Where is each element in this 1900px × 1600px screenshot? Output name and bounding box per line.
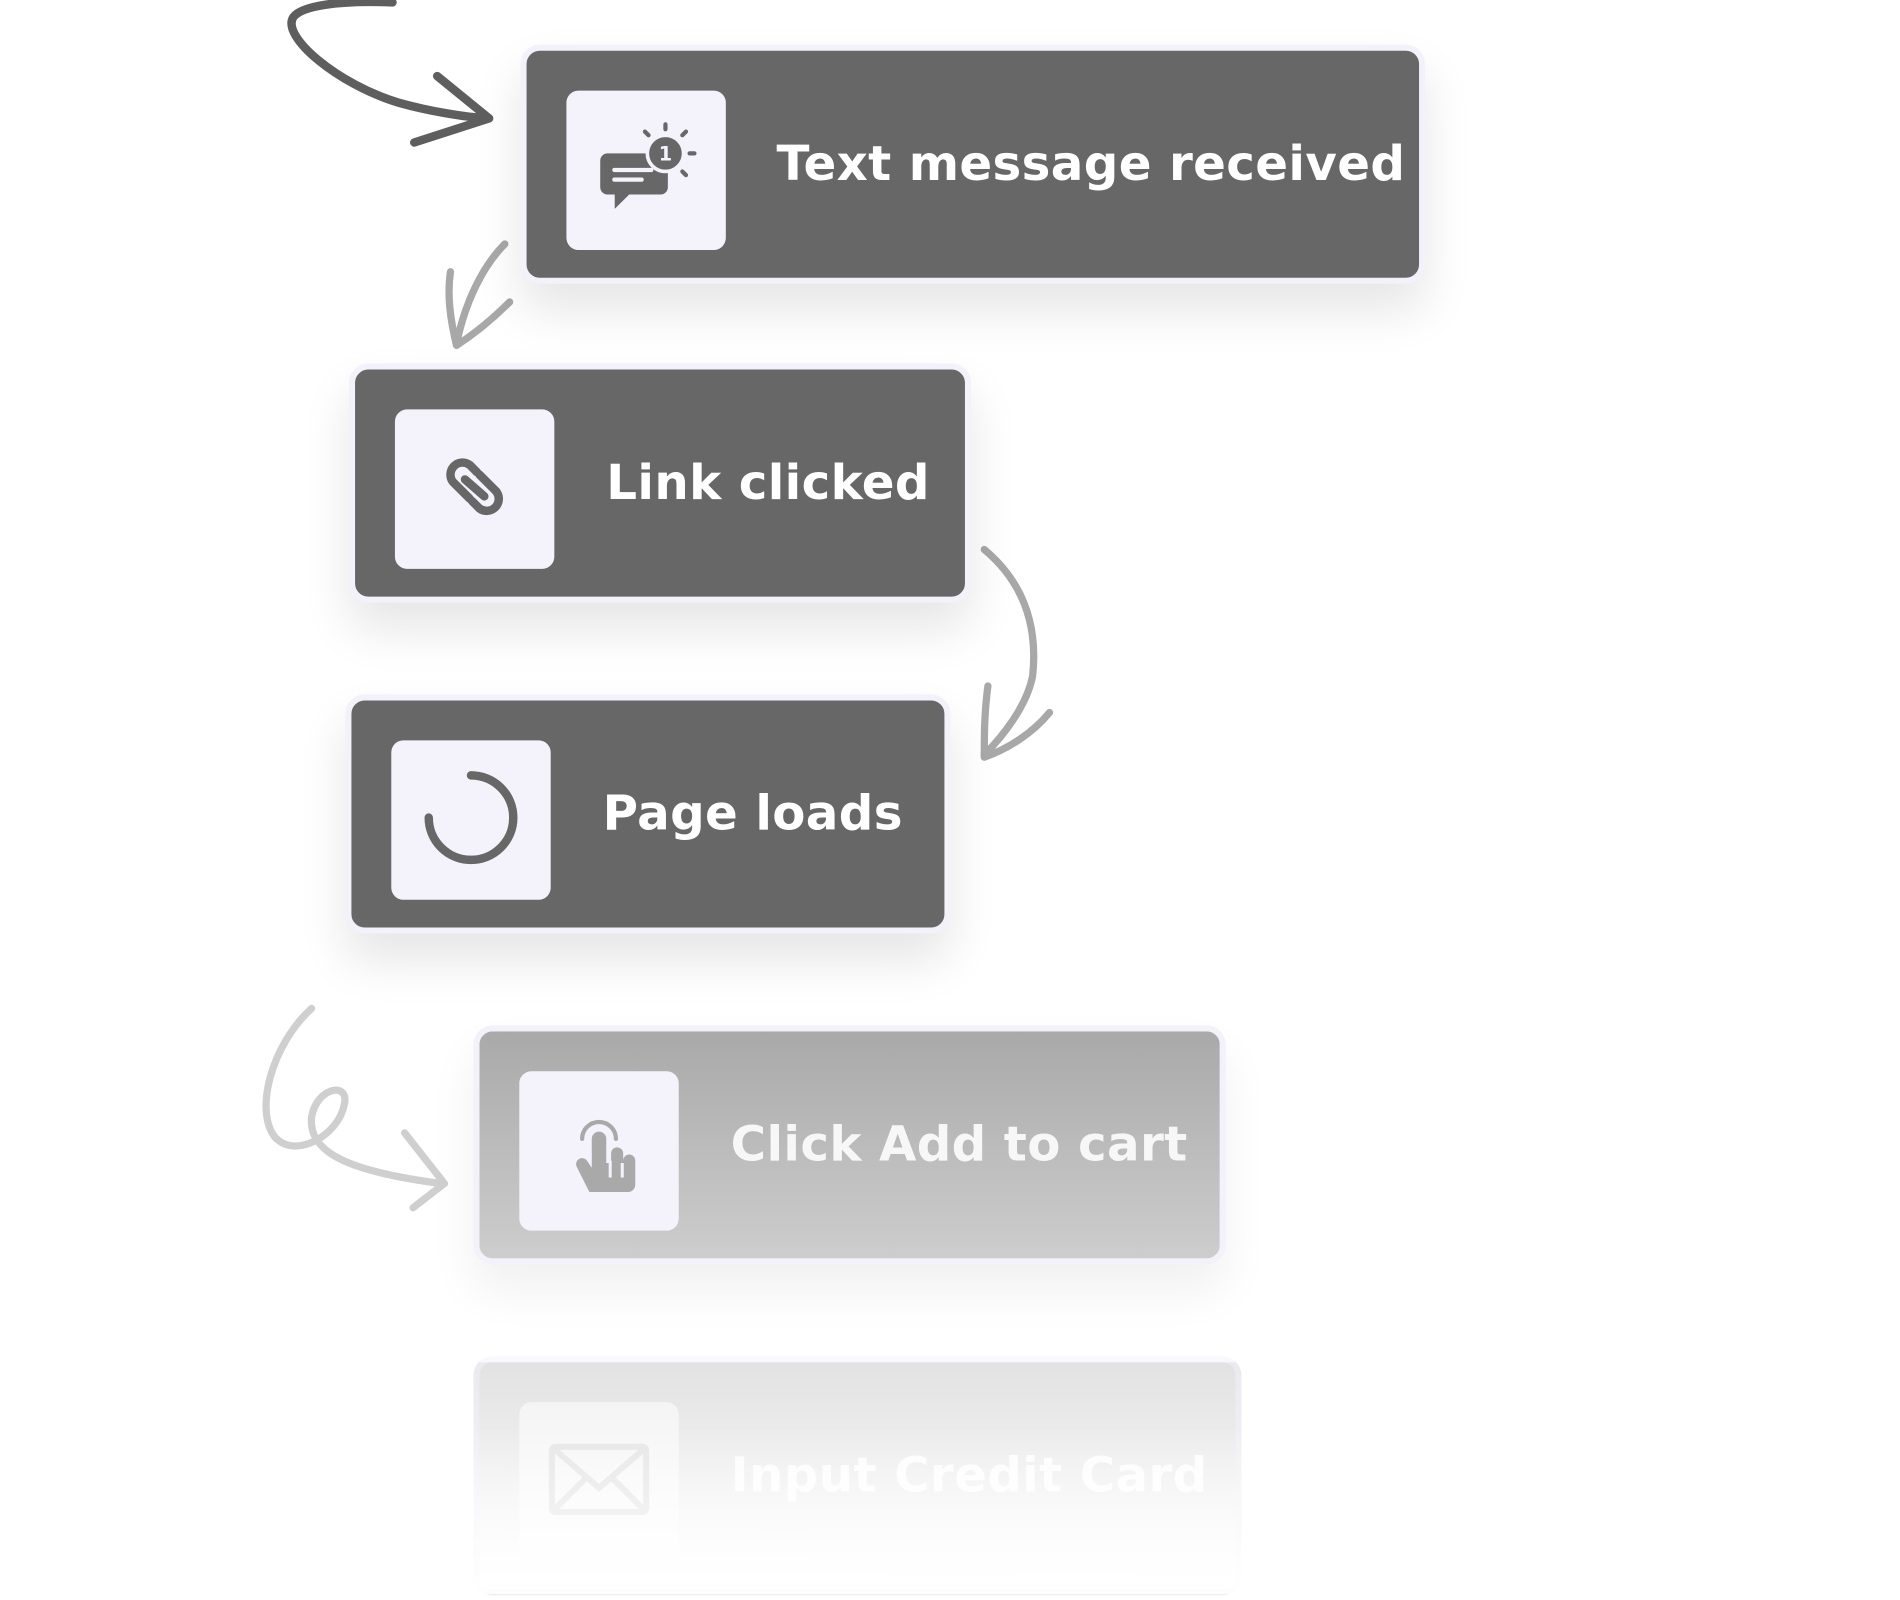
arrow-into-step-1	[287, 0, 494, 147]
arrow-into-step-4	[262, 1004, 449, 1212]
tap-hand-icon	[548, 1098, 649, 1204]
flow-diagram: 1 Text message received	[262, 0, 1426, 1596]
bottom-fade-overlay	[458, 1425, 1281, 1595]
link-icon	[424, 436, 525, 542]
chat-notification-icon: 1	[595, 117, 697, 223]
flow-step-label: Link clicked	[606, 455, 930, 511]
icon-tile	[519, 1071, 679, 1231]
arrow-step-1-to-2	[445, 240, 514, 350]
arrow-step-2-to-3	[980, 545, 1054, 761]
loading-icon	[417, 763, 526, 877]
icon-tile	[391, 740, 551, 900]
flow-step-label: Click Add to cart	[730, 1117, 1188, 1173]
icon-tile: 1	[566, 90, 726, 250]
svg-text:1: 1	[659, 143, 672, 166]
flow-step-page-loads: Page loads	[345, 694, 951, 934]
flow-step-link-clicked: Link clicked	[349, 363, 971, 603]
flow-step-label: Page loads	[602, 786, 903, 842]
icon-tile	[394, 409, 555, 569]
flow-step-text-message-received: 1 Text message received	[520, 44, 1426, 284]
flow-step-click-add-to-cart: Click Add to cart	[473, 1025, 1226, 1265]
flow-step-label: Text message received	[776, 136, 1406, 193]
